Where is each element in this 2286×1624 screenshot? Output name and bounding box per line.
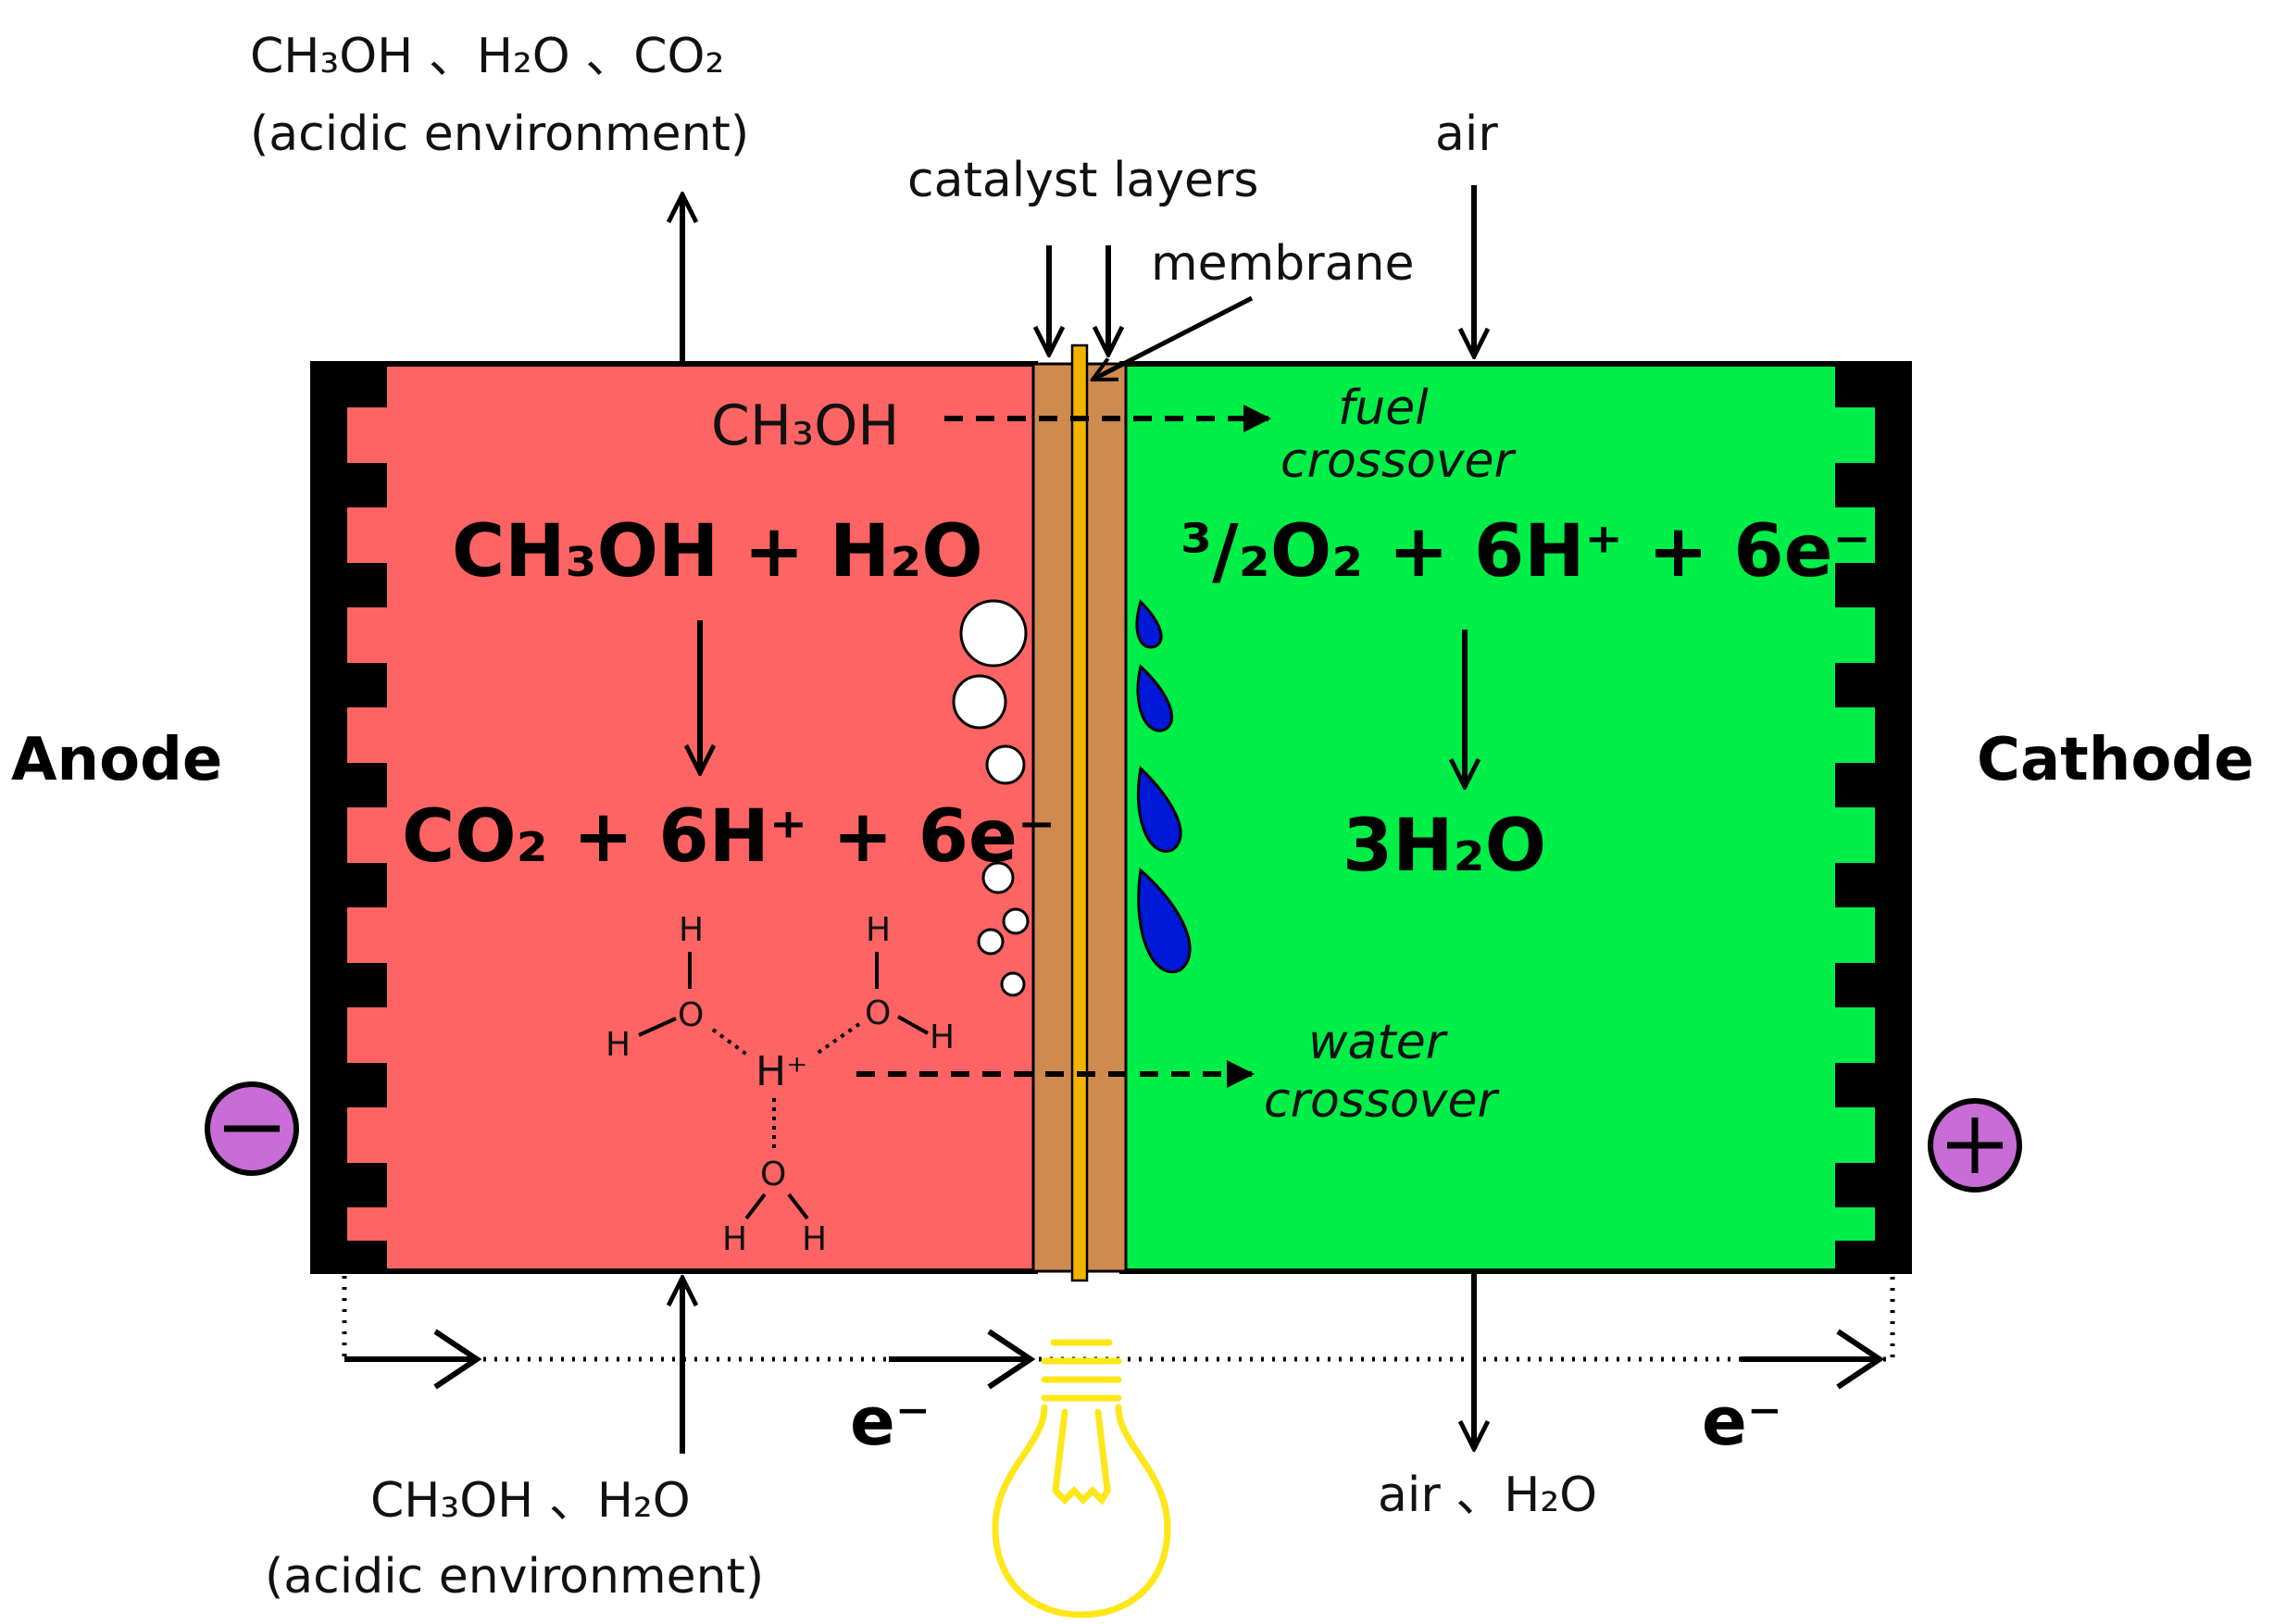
anode-label: Anode: [11, 726, 222, 794]
fuel-crossover-species: CH₃OH: [711, 394, 899, 458]
hydronium-cluster: H O H H O H H⁺ O H H: [606, 911, 955, 1258]
membrane-pointer: [1093, 295, 1254, 382]
svg-text:O: O: [760, 1156, 786, 1193]
electron-label-left: e⁻: [850, 1382, 931, 1460]
external-circuit: [342, 1276, 1895, 1362]
water-crossover-line1: water: [1308, 1015, 1449, 1070]
fuel-crossover-line1: fuel: [1338, 381, 1429, 436]
membrane: [1070, 344, 1089, 1282]
cathode-compartment: [1119, 361, 1912, 1274]
anode-inlet-environment: (acidic environment): [265, 1549, 764, 1605]
anode-compartment: [310, 361, 1038, 1274]
svg-text:O: O: [865, 994, 891, 1032]
svg-text:O: O: [678, 996, 704, 1034]
cathode-catalyst-layer: [1083, 362, 1128, 1273]
water-crossover-line2: crossover: [1264, 1073, 1501, 1129]
svg-text:H: H: [866, 911, 891, 949]
svg-text:H: H: [930, 1018, 955, 1056]
cathode-outlet-species: air 、H₂O: [1378, 1468, 1597, 1523]
anode-products: CO₂ + 6H⁺ + 6e⁻: [402, 795, 1056, 879]
anode-reactants: CH₃OH + H₂O: [452, 510, 983, 593]
cathode-reactants: ³/₂O₂ + 6H⁺ + 6e⁻: [1180, 510, 1871, 593]
cathode-products: 3H₂O: [1343, 805, 1546, 888]
light-bulb-icon: [992, 1339, 1171, 1618]
electron-label-right: e⁻: [1702, 1382, 1782, 1460]
anode-electrode-plate: [313, 364, 387, 1271]
membrane-label: membrane: [1151, 236, 1415, 292]
fuel-crossover-line2: crossover: [1280, 433, 1518, 489]
svg-text:H: H: [802, 1220, 827, 1258]
anode-inlet-species: CH₃OH 、H₂O: [370, 1473, 691, 1529]
air-inlet-label: air: [1435, 106, 1498, 162]
anode-catalyst-layer: [1031, 362, 1076, 1273]
svg-text:H⁺: H⁺: [756, 1048, 807, 1095]
electron-flow-arrows: [344, 1329, 1885, 1390]
svg-text:H: H: [606, 1026, 631, 1064]
cathode-label: Cathode: [1977, 726, 2255, 794]
positive-terminal: [1928, 1098, 2022, 1193]
water-droplets: [1135, 599, 1192, 974]
co2-bubbles: [952, 599, 1030, 997]
catalyst-layers-label: catalyst layers: [907, 153, 1259, 208]
svg-text:H: H: [679, 911, 704, 949]
anode-outlet-species: CH₃OH 、H₂O 、CO₂: [250, 29, 724, 84]
cathode-electrode-plate: [1835, 364, 1909, 1271]
anode-outlet-environment: (acidic environment): [250, 106, 749, 162]
negative-terminal: [205, 1081, 299, 1176]
svg-text:H: H: [722, 1220, 747, 1258]
